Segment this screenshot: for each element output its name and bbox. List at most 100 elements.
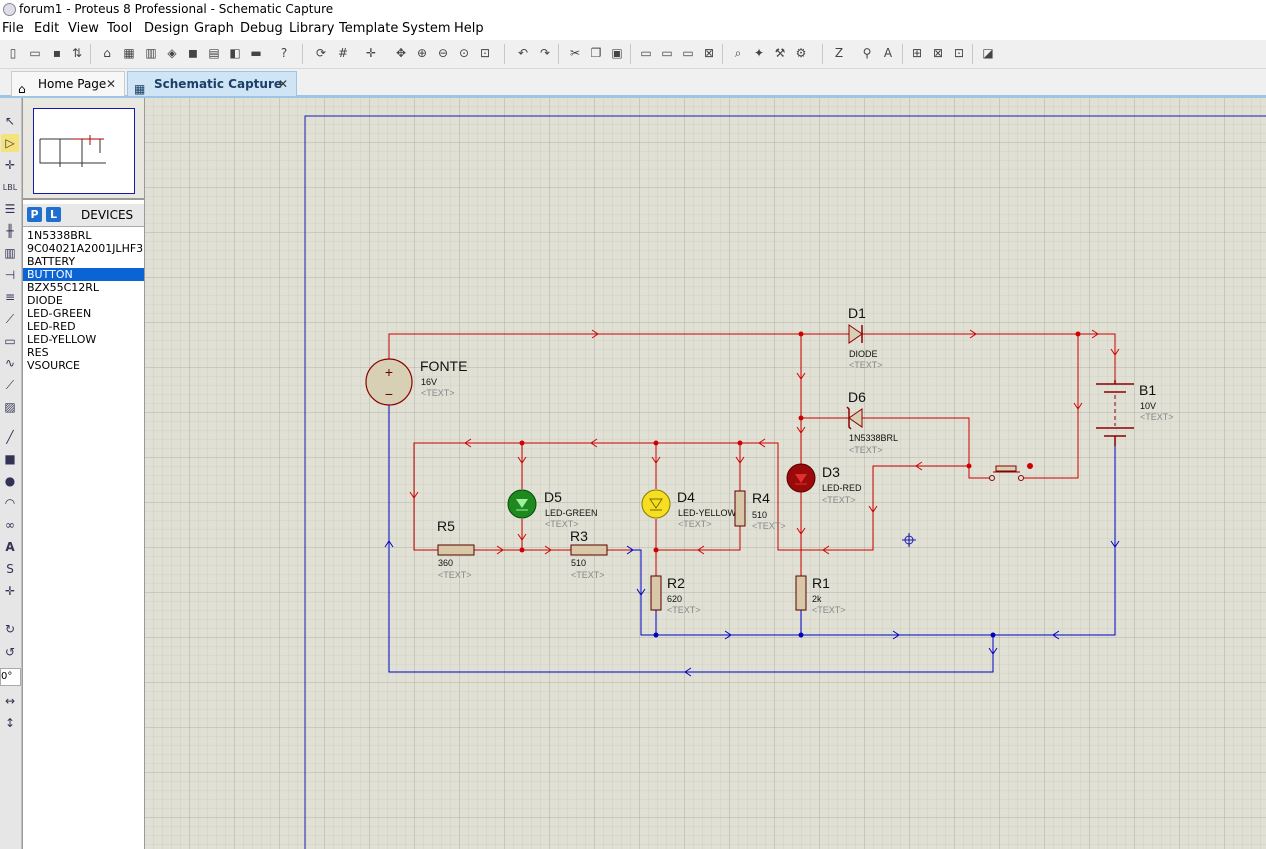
tape-recorder-icon[interactable]: ▭ <box>4 334 16 348</box>
list-item[interactable]: LED-RED <box>27 320 76 333</box>
graph-icon[interactable]: ⟋ <box>5 311 15 326</box>
resistor-r5[interactable] <box>437 544 475 556</box>
new-file-icon[interactable]: ▯ <box>9 46 17 60</box>
exit-to-parent-icon[interactable]: ⊡ <box>953 46 965 60</box>
voltage-probe-icon[interactable]: ⟋ <box>5 377 15 392</box>
home-icon[interactable]: ⌂ <box>103 46 111 60</box>
rotate-anticlockwise-icon[interactable]: ↺ <box>4 645 16 659</box>
led-red-d3[interactable] <box>786 463 816 493</box>
tab-home-page[interactable]: ⌂ Home Page ✕ <box>11 71 125 96</box>
gerber-icon[interactable]: ◼ <box>188 46 198 60</box>
virtual-instruments-icon[interactable]: ▨ <box>4 400 16 414</box>
battery-b1[interactable] <box>1096 380 1134 446</box>
paste-icon[interactable]: ▣ <box>611 46 623 60</box>
save-icon[interactable]: ▪ <box>52 46 62 60</box>
zoom-area-icon[interactable]: ⊡ <box>479 46 491 60</box>
bom-icon[interactable]: ▤ <box>208 46 220 60</box>
menu-design[interactable]: Design <box>144 21 189 36</box>
generator-icon[interactable]: ∿ <box>4 356 16 370</box>
remove-sheet-icon[interactable]: ⊠ <box>932 46 944 60</box>
list-item[interactable]: LED-YELLOW <box>27 333 97 346</box>
schematic-canvas[interactable]: + − FONTE 16V <TEXT> D1 DIODE <TEXT> D6 … <box>145 98 1266 849</box>
device-pins-icon[interactable]: ≡ <box>4 290 16 304</box>
list-item[interactable]: RES <box>27 346 49 359</box>
design-explorer-icon[interactable]: ▬ <box>250 46 262 60</box>
schematic-icon[interactable]: ▦ <box>123 46 135 60</box>
new-sheet-icon[interactable]: ⊞ <box>911 46 923 60</box>
box-tool-icon[interactable]: ■ <box>4 452 16 466</box>
text-script-icon[interactable]: ☰ <box>4 202 16 216</box>
resistor-r4[interactable] <box>734 490 746 527</box>
pick-device-icon[interactable]: ⌕ <box>734 45 742 60</box>
pan-icon[interactable]: ✥ <box>395 46 407 60</box>
wire-label-icon[interactable]: LBL <box>2 182 18 192</box>
led-green-d5[interactable] <box>507 489 537 519</box>
menu-help[interactable]: Help <box>454 21 484 36</box>
buses-icon[interactable]: ╫ <box>6 224 14 238</box>
list-item[interactable]: BATTERY <box>27 255 76 268</box>
zoom-all-icon[interactable]: ⊙ <box>458 46 470 60</box>
voltage-source-fonte[interactable]: + − <box>365 358 413 406</box>
circle-tool-icon[interactable]: ● <box>4 474 16 488</box>
list-item[interactable]: 9C04021A2001JLHF3 <box>27 242 144 255</box>
terminals-icon[interactable]: ⊣ <box>4 268 16 282</box>
led-yellow-d4[interactable] <box>641 489 671 519</box>
pick-devices-button[interactable]: P <box>27 207 42 222</box>
menu-edit[interactable]: Edit <box>34 21 60 36</box>
resistor-r2[interactable] <box>650 575 662 611</box>
property-assign-icon[interactable]: A <box>883 46 893 60</box>
overview-window[interactable] <box>23 98 144 200</box>
search-tag-icon[interactable]: ⚲ <box>862 46 872 60</box>
close-icon[interactable]: ✕ <box>277 77 288 91</box>
mirror-vertical-icon[interactable]: ↕ <box>4 716 16 730</box>
library-manager-button[interactable]: L <box>46 207 61 222</box>
list-item[interactable]: LED-GREEN <box>27 307 92 320</box>
block-delete-icon[interactable]: ⊠ <box>703 46 715 60</box>
undo-icon[interactable]: ↶ <box>517 46 529 60</box>
cut-icon[interactable]: ✂ <box>569 46 581 60</box>
menu-template[interactable]: Template <box>339 21 399 36</box>
3d-viewer-icon[interactable]: ◈ <box>167 46 177 60</box>
block-move-icon[interactable]: ▭ <box>661 46 673 60</box>
junction-dot-icon[interactable]: ✛ <box>4 158 16 172</box>
origin-icon[interactable]: ✛ <box>365 46 377 60</box>
marker-tool-icon[interactable]: ✛ <box>4 584 16 598</box>
resistor-r3[interactable] <box>570 544 608 556</box>
list-item[interactable]: DIODE <box>27 294 63 307</box>
block-copy-icon[interactable]: ▭ <box>640 46 652 60</box>
copy-icon[interactable]: ❐ <box>590 46 602 60</box>
list-item[interactable]: 1N5338BRL <box>27 229 92 242</box>
redo-icon[interactable]: ↷ <box>539 46 551 60</box>
list-item-selected[interactable]: BUTTON <box>23 268 144 281</box>
mirror-horizontal-icon[interactable]: ↔ <box>4 694 16 708</box>
resistor-r1[interactable] <box>795 575 807 611</box>
menu-debug[interactable]: Debug <box>240 21 283 36</box>
symbol-tool-icon[interactable]: S <box>6 562 14 576</box>
diode-d1[interactable] <box>848 324 863 344</box>
menu-file[interactable]: File <box>2 21 24 36</box>
make-device-icon[interactable]: ✦ <box>753 46 765 60</box>
menu-graph[interactable]: Graph <box>194 21 234 36</box>
list-item[interactable]: VSOURCE <box>27 359 80 372</box>
list-item[interactable]: BZX55C12RL <box>27 281 100 294</box>
tab-schematic-capture[interactable]: ▦ Schematic Capture ✕ <box>127 71 297 96</box>
block-rotate-icon[interactable]: ▭ <box>682 46 694 60</box>
import-icon[interactable]: ⇅ <box>71 46 83 60</box>
grid-toggle-icon[interactable]: # <box>337 46 349 60</box>
menu-tool[interactable]: Tool <box>107 21 133 36</box>
component-mode-icon[interactable]: ▷ <box>1 134 19 152</box>
open-folder-icon[interactable]: ▭ <box>29 46 41 60</box>
arc-tool-icon[interactable]: ◠ <box>4 496 16 510</box>
source-code-icon[interactable]: ◧ <box>229 46 241 60</box>
help-icon[interactable]: ? <box>280 46 288 60</box>
netlist-icon[interactable]: ◪ <box>982 46 994 60</box>
zoom-out-icon[interactable]: ⊖ <box>437 46 449 60</box>
packaging-tool-icon[interactable]: ⚒ <box>774 46 786 60</box>
rotation-field[interactable]: 0° <box>0 668 21 686</box>
push-button[interactable] <box>989 463 1034 481</box>
menu-view[interactable]: View <box>68 21 99 36</box>
subcircuit-icon[interactable]: ▥ <box>4 246 16 260</box>
zener-diode-d6[interactable] <box>846 406 863 430</box>
wire-autorouter-icon[interactable]: Z <box>834 46 844 60</box>
line-tool-icon[interactable]: ╱ <box>6 430 14 444</box>
